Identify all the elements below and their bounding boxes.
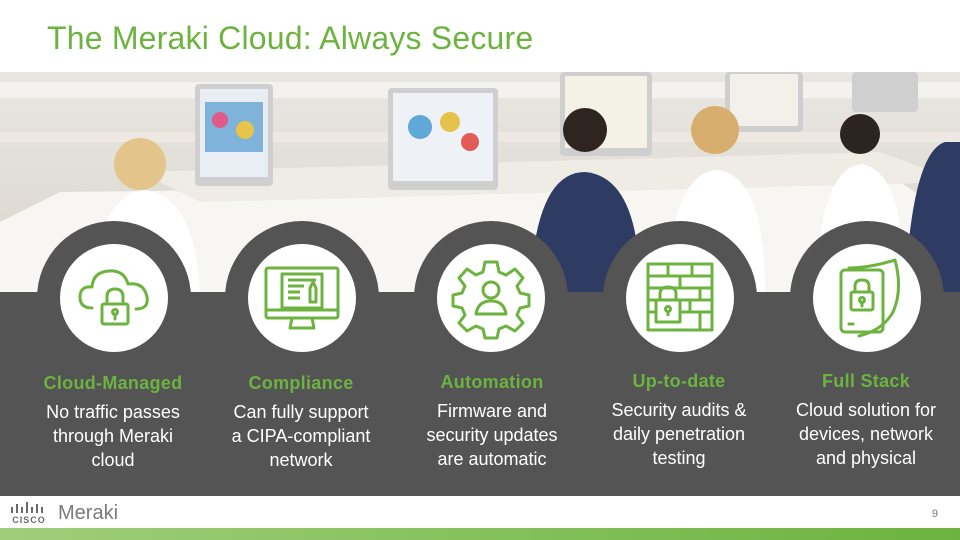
feature-title: Cloud-Managed [43,373,183,393]
cloud-lock-icon [60,244,168,352]
feature-desc-line: a CIPA-compliant [231,426,371,446]
feature-compliance: Compliance Can fully support a CIPA-comp… [211,373,391,472]
firewall-lock-icon [626,244,734,352]
feature-cloud-managed: Cloud-Managed No traffic passes through … [23,373,203,472]
feature-desc-line: cloud [91,450,135,470]
device-shield-lock-icon [813,244,921,352]
feature-desc-line: are automatic [437,449,547,469]
feature-title: Compliance [248,373,354,393]
cisco-bars-icon [11,502,43,513]
feature-desc-line: Firmware and [436,401,548,421]
feature-desc-line: No traffic passes [46,402,180,422]
feature-title: Full Stack [821,371,911,391]
gear-person-icon [437,244,545,352]
feature-desc-line: daily penetration [612,424,746,444]
feature-desc-line: testing [652,448,706,468]
meraki-wordmark: Meraki [58,502,119,524]
feature-description: Firmware and security updates are automa… [402,399,582,471]
slide-title: The Meraki Cloud: Always Secure [47,20,534,56]
feature-desc-line: through Meraki [52,426,174,446]
feature-title: Up-to-date [632,371,726,391]
feature-description: No traffic passes through Meraki cloud [23,400,203,472]
feature-title: Automation [440,372,544,392]
feature-desc-line: Can fully support [233,402,369,422]
feature-description: Can fully support a CIPA-compliant netwo… [211,400,391,472]
page-number: 9 [931,508,938,520]
feature-desc-line: Security audits & [611,400,747,420]
feature-desc-line: security updates [426,425,558,445]
feature-desc-line: Cloud solution for [795,400,937,420]
cisco-meraki-logo: CISCO Meraki [10,502,118,525]
monitor-document-icon [248,244,356,352]
feature-automation: Automation Firmware and security updates… [402,372,582,471]
cisco-wordmark: CISCO [12,515,46,525]
feature-full-stack: Full Stack Cloud solution for devices, n… [776,371,956,470]
feature-desc-line: network [269,450,333,470]
footer-accent-bar [0,528,960,540]
feature-description: Cloud solution for devices, network and … [776,398,956,470]
feature-desc-line: devices, network [798,424,934,444]
feature-up-to-date: Up-to-date Security audits & daily penet… [589,371,769,470]
feature-description: Security audits & daily penetration test… [589,398,769,470]
feature-desc-line: and physical [815,448,917,468]
cisco-logo: CISCO [10,502,48,525]
